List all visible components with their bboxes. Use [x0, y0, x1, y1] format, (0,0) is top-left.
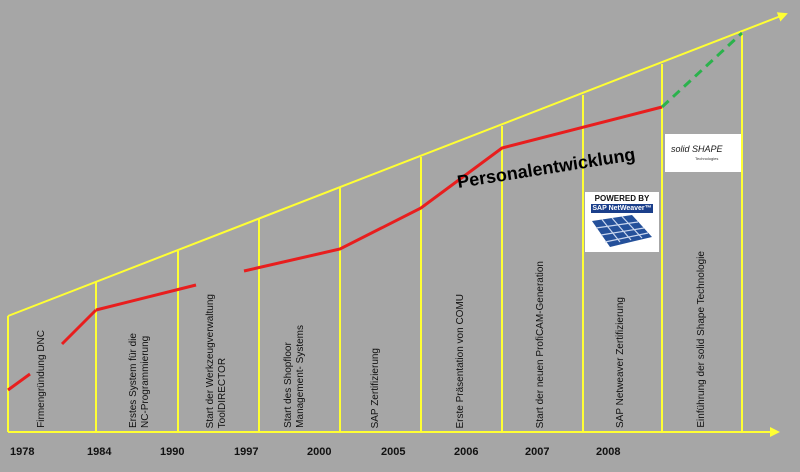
milestone-label-2007: SAP Netweaver Zertifizierung [615, 297, 626, 428]
upper-boundary-arrow [7, 12, 788, 317]
year-label-1984: 1984 [87, 446, 112, 458]
year-label-2000: 2000 [307, 446, 332, 458]
solid-shape-logo: solid SHAPE Technologies [665, 134, 741, 172]
milestone-label-1984: Erstes System für die NC-Programmierung [128, 332, 151, 428]
solid-shape-name: solid SHAPE [671, 144, 723, 154]
year-label-2007: 2007 [525, 446, 550, 458]
year-label-1997: 1997 [234, 446, 259, 458]
sap-logo-line2: SAP NetWeaver™ [591, 204, 653, 213]
growth-segment-4 [243, 105, 663, 273]
growth-segment-2 [60, 308, 98, 346]
sap-logo-line1: POWERED BY [594, 194, 650, 203]
year-label-2005: 2005 [381, 446, 406, 458]
year-label-2008: 2008 [596, 446, 621, 458]
growth-segment-3 [95, 283, 197, 312]
milestone-label-1997: Start des Shopfloor Management- Systems [283, 325, 306, 428]
year-label-2006: 2006 [454, 446, 479, 458]
year-label-1990: 1990 [160, 446, 185, 458]
forecast-line [660, 31, 744, 109]
sap-grid-icon [592, 215, 652, 247]
milestone-label-2005: Erste Präsentation von COMU [455, 293, 466, 429]
milestone-label-1978: Firmengründung DNC [36, 330, 47, 428]
milestone-label-2006: Start der neuen ProfiCAM-Generation [535, 260, 546, 428]
year-label-1978: 1978 [10, 446, 35, 458]
growth-segment-1 [7, 372, 31, 392]
solid-shape-sub: Technologies [695, 156, 719, 161]
milestone-label-2008: Einführung der solid Shape Technologie [696, 251, 707, 428]
milestone-label-2000: SAP Zertifizierung [370, 347, 381, 428]
sap-netweaver-logo: POWERED BY SAP NetWeaver™ [585, 192, 659, 252]
milestone-label-1990: Start der Werkzeugverwaltung ToolDIRECTO… [205, 293, 228, 428]
